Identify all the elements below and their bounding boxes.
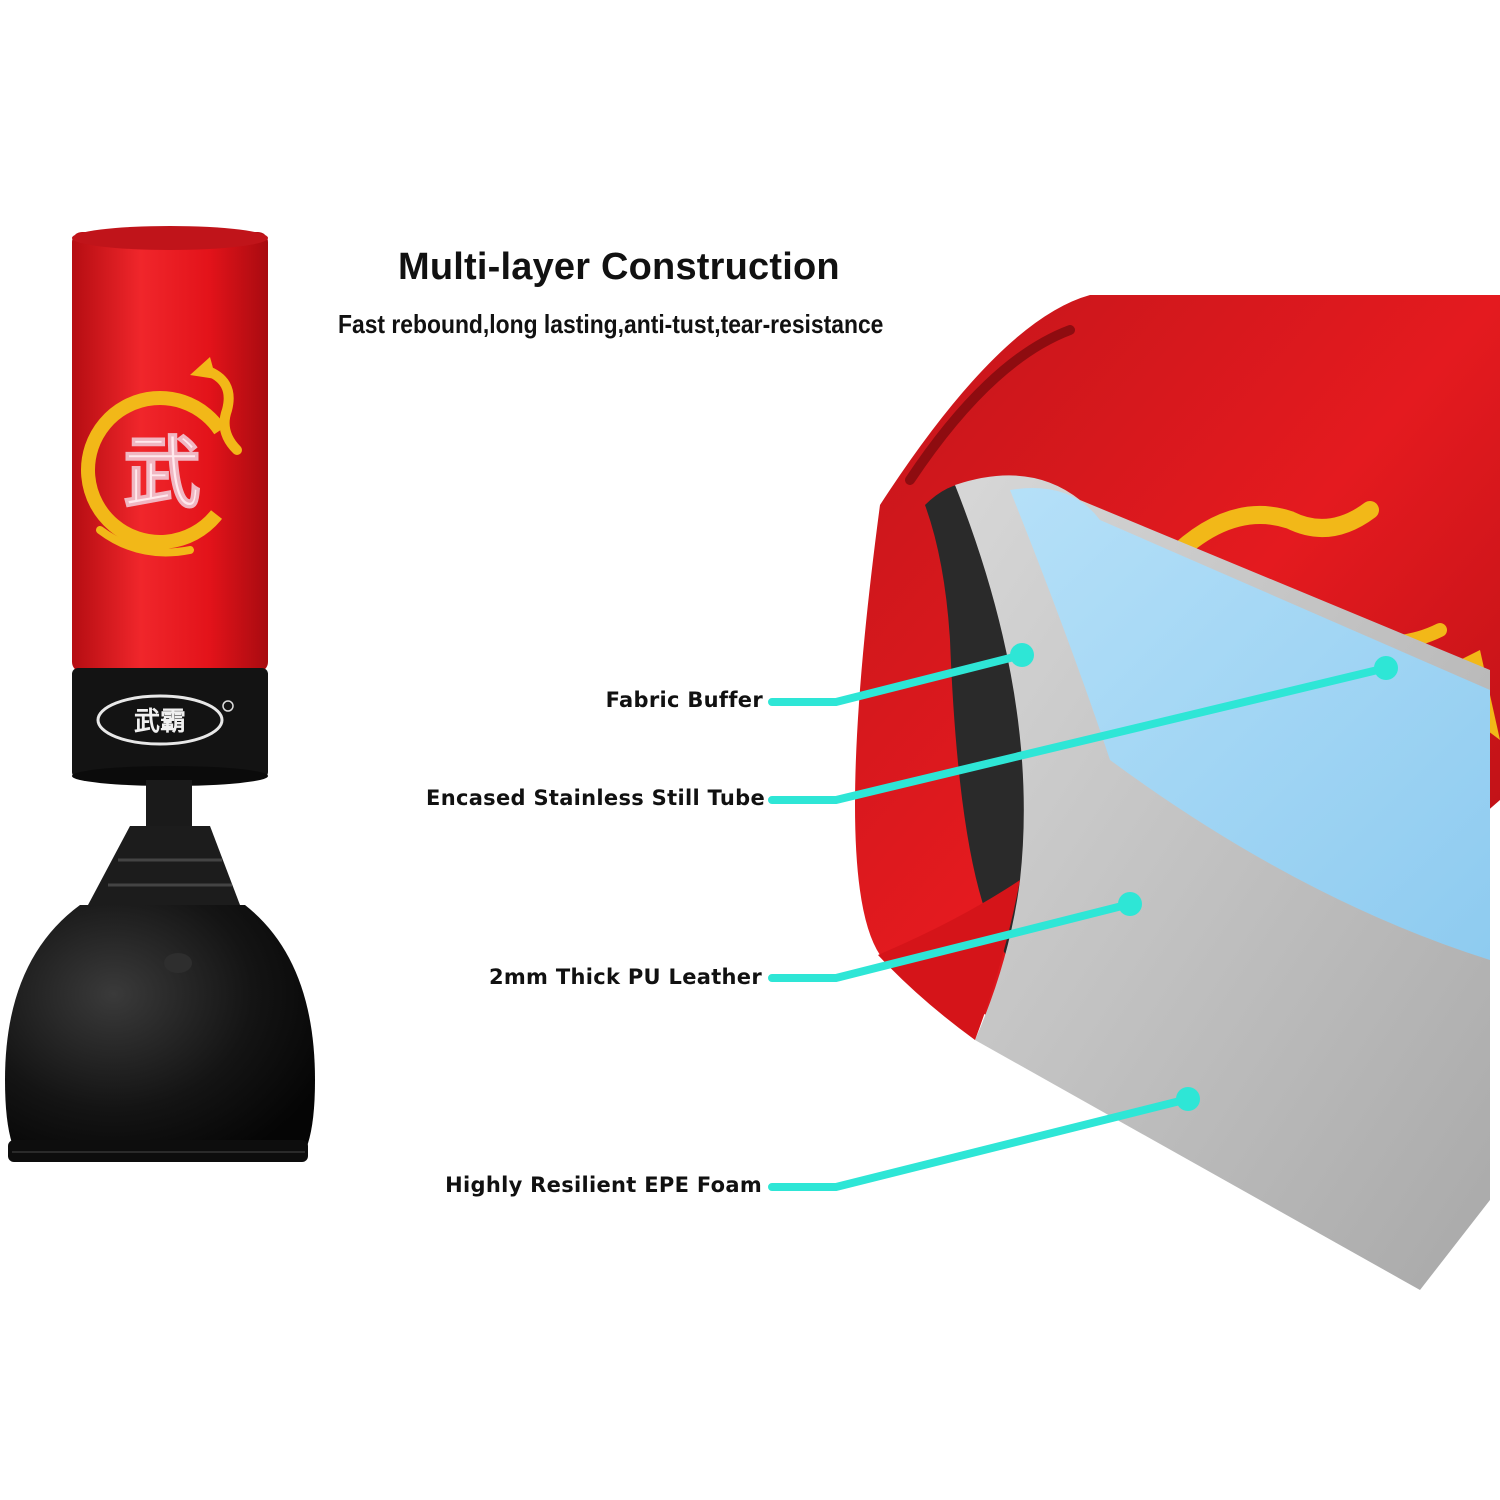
- callout-pu-leather: 2mm Thick PU Leather: [488, 965, 762, 989]
- bag-base: [5, 905, 315, 1160]
- brand-badge-text: 武霸: [134, 707, 186, 737]
- connector-pu-leather: [768, 900, 1134, 982]
- dot-fabric-buffer: [1010, 643, 1034, 667]
- base-fill-cap: [164, 953, 192, 973]
- bag-top-cap: [72, 226, 268, 250]
- page-subtitle: Fast rebound,long lasting,anti-tust,tear…: [338, 309, 884, 339]
- callout-connectors: [768, 651, 1390, 1191]
- connector-steel-tube: [768, 664, 1390, 804]
- callout-epe-foam: Highly Resilient EPE Foam: [445, 1173, 762, 1197]
- brand-badge-icon: 武霸: [96, 694, 234, 746]
- connector-fabric-buffer: [768, 651, 1026, 706]
- page-title: Multi-layer Construction: [398, 246, 840, 288]
- callout-steel-tube: Encased Stainless Still Tube: [426, 786, 765, 810]
- bag-band-bottom: [72, 766, 268, 786]
- dragon-emblem-icon: 武: [81, 357, 242, 557]
- bag-black-band: [72, 668, 268, 778]
- dot-epe-foam: [1176, 1087, 1200, 1111]
- emblem-character: 武: [123, 428, 201, 519]
- bag-neck: [146, 780, 192, 826]
- callout-dots: [1010, 643, 1398, 1111]
- steel-tube-layer: [1010, 488, 1490, 960]
- layer-cutaway-illustration: [855, 295, 1500, 1290]
- callout-fabric-buffer: Fabric Buffer: [605, 688, 763, 712]
- bag-red-body: [72, 232, 268, 672]
- dot-steel-tube: [1374, 656, 1398, 680]
- dot-pu-leather: [1118, 892, 1142, 916]
- spring-cone: [88, 826, 240, 905]
- connector-epe-foam: [768, 1095, 1192, 1191]
- punching-bag-product: 武 武霸: [5, 226, 315, 1162]
